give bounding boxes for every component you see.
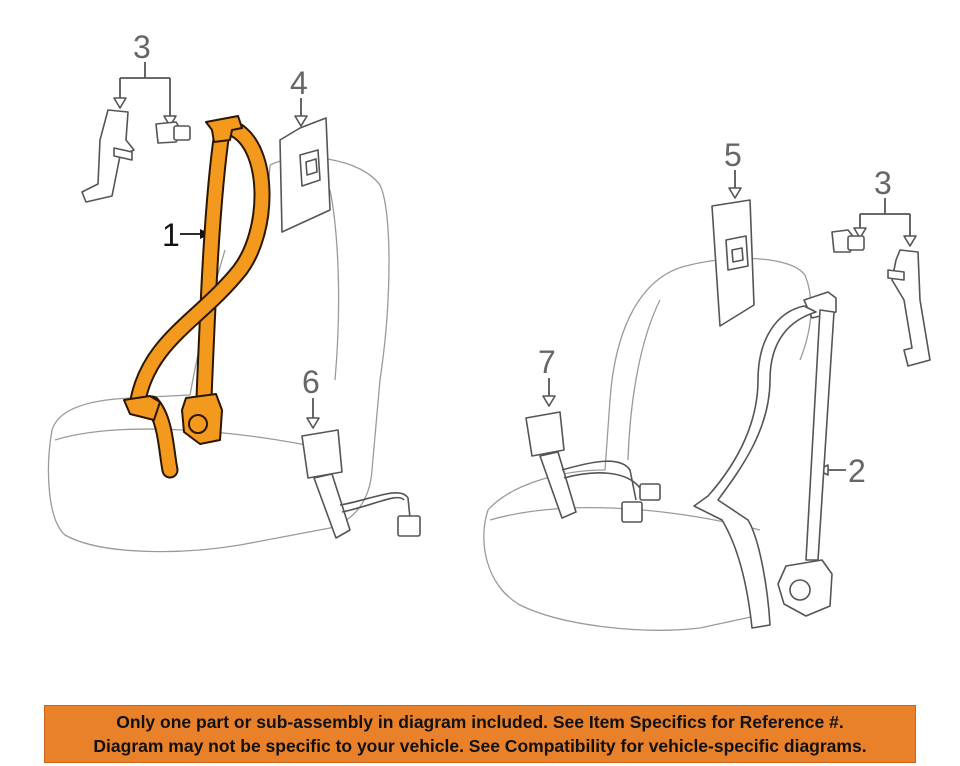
buckle-wire-right	[561, 460, 637, 501]
belt-strap-diagonal	[131, 123, 269, 407]
leader-3-left	[119, 62, 171, 118]
disclaimer-banner: Only one part or sub-assembly in diagram…	[44, 705, 916, 763]
callout-1: 1	[162, 217, 180, 253]
connector-right-a	[621, 501, 643, 523]
pillar-trim-right: 5	[711, 137, 755, 327]
belt-strap-diagonal-right	[693, 305, 817, 629]
arrowhead-3-right-a	[853, 227, 867, 239]
anchor-pin-right	[887, 269, 905, 281]
belt-strap-vertical	[197, 125, 229, 405]
callout-6: 6	[302, 364, 320, 400]
callout-5: 5	[724, 137, 742, 173]
arrowhead-6	[306, 417, 320, 429]
belt-retractor-spool	[188, 414, 208, 434]
anchor-pin-left	[113, 147, 133, 161]
pillar-trim-left: 4	[279, 65, 331, 233]
bolt-left	[155, 121, 191, 144]
anchor-bracket-right	[891, 249, 931, 367]
buckle-wire-right-2	[563, 472, 641, 489]
belt-anchor-plate	[123, 395, 161, 421]
buckle-wire-left	[339, 492, 411, 519]
connector-right-b	[639, 483, 661, 501]
disclaimer-line-1: Only one part or sub-assembly in diagram…	[116, 712, 844, 732]
anchor-bolt-group-left: 3	[81, 29, 191, 203]
buckle-head-left	[301, 429, 343, 479]
buckle-assembly-left: 6	[301, 364, 421, 539]
disclaimer-line-2: Diagram may not be specific to your vehi…	[93, 736, 867, 756]
seat-belt-assembly-right: 2	[693, 291, 866, 629]
seat-belt-parts-diagram: 3 4 1	[47, 29, 931, 631]
anchor-bracket-left	[81, 109, 135, 203]
buckle-stalk-left	[313, 473, 351, 539]
connector-left	[397, 515, 421, 537]
buckle-assembly-right: 7	[525, 344, 661, 523]
leader-3-right	[859, 198, 911, 238]
anchor-bolt-group-right: 3	[831, 165, 931, 367]
arrowhead-3-left-b	[163, 115, 177, 127]
bolt-right	[831, 229, 865, 253]
buckle-stalk-right	[539, 451, 577, 519]
belt-strap-vertical-right	[805, 309, 835, 561]
callout-7: 7	[538, 344, 556, 380]
callout-3-left: 3	[133, 29, 151, 65]
buckle-wire-left-2	[341, 496, 405, 513]
belt-retractor-spool-right	[789, 579, 811, 601]
arrowhead-3-left-a	[113, 97, 127, 109]
arrowhead-3-right-b	[903, 235, 917, 247]
callout-2: 2	[848, 453, 866, 489]
seat-belt-assembly-highlighted: 1	[123, 115, 271, 479]
arrowhead-7	[542, 395, 556, 407]
belt-top-guide	[205, 115, 243, 143]
arrowhead-4	[294, 115, 308, 127]
trim-slot-insert-right	[731, 247, 744, 263]
arrowhead-5	[728, 187, 742, 199]
buckle-head-right	[525, 411, 565, 457]
trim-slot-insert-left	[305, 158, 318, 176]
callout-4: 4	[290, 65, 308, 101]
callout-3-right: 3	[874, 165, 892, 201]
